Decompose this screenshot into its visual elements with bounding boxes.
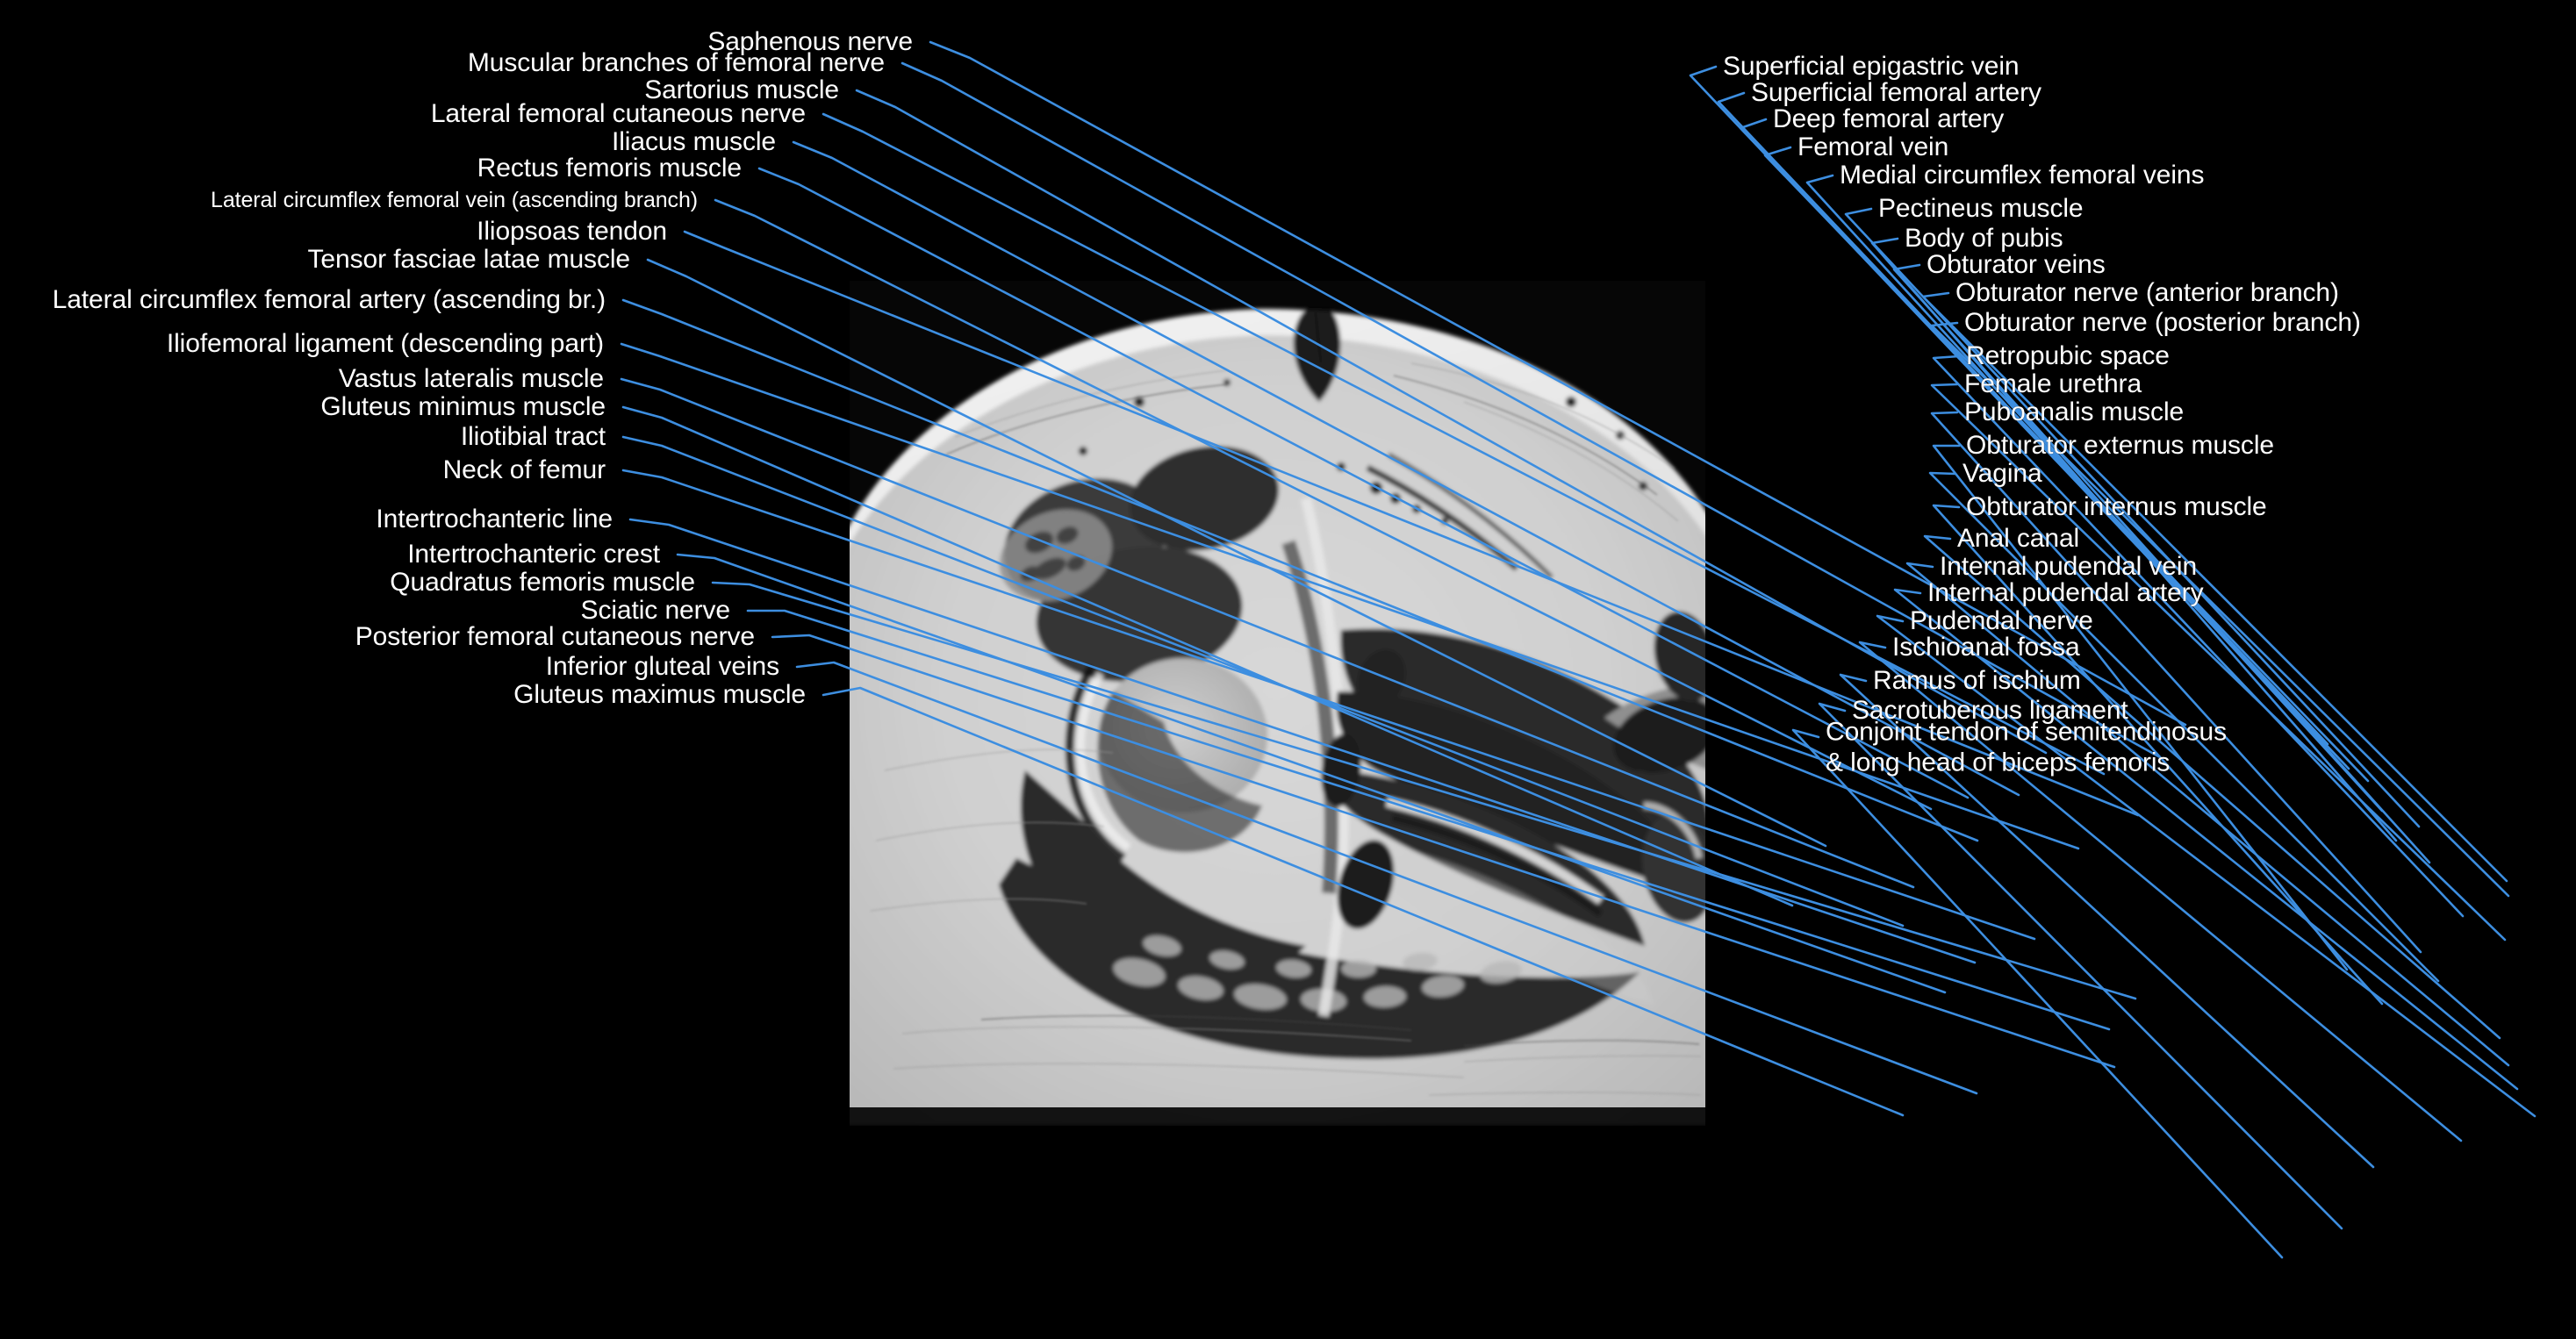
label-saphenous-nerve[interactable]: Saphenous nerve <box>707 27 913 57</box>
label-intertrochanteric-line[interactable]: Intertrochanteric line <box>376 505 613 534</box>
label-female-urethra[interactable]: Female urethra <box>1964 369 2142 399</box>
label-sartorius-muscle[interactable]: Sartorius muscle <box>644 75 839 105</box>
label-muscular-branches-of-femoral-nerve[interactable]: Muscular branches of femoral nerve <box>467 48 885 78</box>
label-gluteus-minimus-muscle[interactable]: Gluteus minimus muscle <box>320 392 606 422</box>
label-body-of-pubis[interactable]: Body of pubis <box>1905 224 2063 254</box>
label-superficial-epigastric-vein[interactable]: Superficial epigastric vein <box>1723 52 2020 82</box>
label-vagina[interactable]: Vagina <box>1962 459 2042 489</box>
label-obturator-externus-muscle[interactable]: Obturator externus muscle <box>1966 431 2274 461</box>
label-inferior-gluteal-veins[interactable]: Inferior gluteal veins <box>545 652 779 682</box>
label-sacrotuberous-ligament[interactable]: Sacrotuberous ligament <box>1852 696 2128 726</box>
label-deep-femoral-artery[interactable]: Deep femoral artery <box>1773 104 2005 134</box>
label-obturator-internus-muscle[interactable]: Obturator internus muscle <box>1966 492 2267 522</box>
mri-vector-render <box>850 279 1705 1126</box>
label-lateral-femoral-cutaneous-nerve[interactable]: Lateral femoral cutaneous nerve <box>430 99 806 129</box>
label-neck-of-femur[interactable]: Neck of femur <box>442 455 606 485</box>
label-iliofemoral-ligament-descending-part[interactable]: Iliofemoral ligament (descending part) <box>166 329 604 359</box>
label-gluteus-maximus-muscle[interactable]: Gluteus maximus muscle <box>513 680 806 710</box>
label-conjoint-tendon-of-semitendinosus[interactable]: Conjoint tendon of semitendinosus & long… <box>1826 717 2227 777</box>
label-retropubic-space[interactable]: Retropubic space <box>1966 341 2170 371</box>
label-pectineus-muscle[interactable]: Pectineus muscle <box>1878 194 2084 224</box>
label-rectus-femoris-muscle[interactable]: Rectus femoris muscle <box>477 154 742 183</box>
label-obturator-nerve-posterior-branch[interactable]: Obturator nerve (posterior branch) <box>1964 308 2361 338</box>
leader-lines-right <box>1689 65 2537 1259</box>
label-lateral-circumflex-femoral-artery-ascending-br[interactable]: Lateral circumflex femoral artery (ascen… <box>52 285 606 315</box>
leader-line-sacrotuberous-ligament <box>1818 702 2343 1230</box>
label-iliopsoas-tendon[interactable]: Iliopsoas tendon <box>477 217 667 247</box>
label-pudendal-nerve[interactable]: Pudendal nerve <box>1910 606 2093 636</box>
label-ischioanal-fossa[interactable]: Ischioanal fossa <box>1892 633 2080 662</box>
label-sciatic-nerve[interactable]: Sciatic nerve <box>580 596 731 626</box>
label-obturator-veins[interactable]: Obturator veins <box>1927 250 2106 280</box>
label-lateral-circumflex-femoral-vein-ascending-branch[interactable]: Lateral circumflex femoral vein (ascendi… <box>211 187 698 212</box>
label-medial-circumflex-femoral-veins[interactable]: Medial circumflex femoral veins <box>1840 161 2205 190</box>
label-femoral-vein[interactable]: Femoral vein <box>1797 132 1949 162</box>
leader-line-conjoint-tendon-of-semitendinosus <box>1791 728 2284 1259</box>
label-ramus-of-ischium[interactable]: Ramus of ischium <box>1873 666 2081 696</box>
label-quadratus-femoris-muscle[interactable]: Quadratus femoris muscle <box>390 568 695 598</box>
label-intertrochanteric-crest[interactable]: Intertrochanteric crest <box>407 540 660 569</box>
label-posterior-femoral-cutaneous-nerve[interactable]: Posterior femoral cutaneous nerve <box>355 622 755 652</box>
label-obturator-nerve-anterior-branch[interactable]: Obturator nerve (anterior branch) <box>1955 278 2339 308</box>
mri-coronal-image <box>850 279 1705 1126</box>
label-tensor-fasciae-latae-muscle[interactable]: Tensor fasciae latae muscle <box>307 245 631 275</box>
leader-line-internal-pudendal-artery <box>1893 588 2519 1091</box>
label-puboanalis-muscle[interactable]: Puboanalis muscle <box>1964 397 2185 427</box>
label-internal-pudendal-artery[interactable]: Internal pudendal artery <box>1927 578 2204 608</box>
label-iliacus-muscle[interactable]: Iliacus muscle <box>612 127 776 157</box>
label-internal-pudendal-vein[interactable]: Internal pudendal vein <box>1940 552 2198 582</box>
label-superficial-femoral-artery[interactable]: Superficial femoral artery <box>1751 78 2041 108</box>
label-vastus-lateralis-muscle[interactable]: Vastus lateralis muscle <box>338 364 604 394</box>
label-anal-canal[interactable]: Anal canal <box>1957 524 2080 554</box>
label-iliotibial-tract[interactable]: Iliotibial tract <box>460 422 606 452</box>
